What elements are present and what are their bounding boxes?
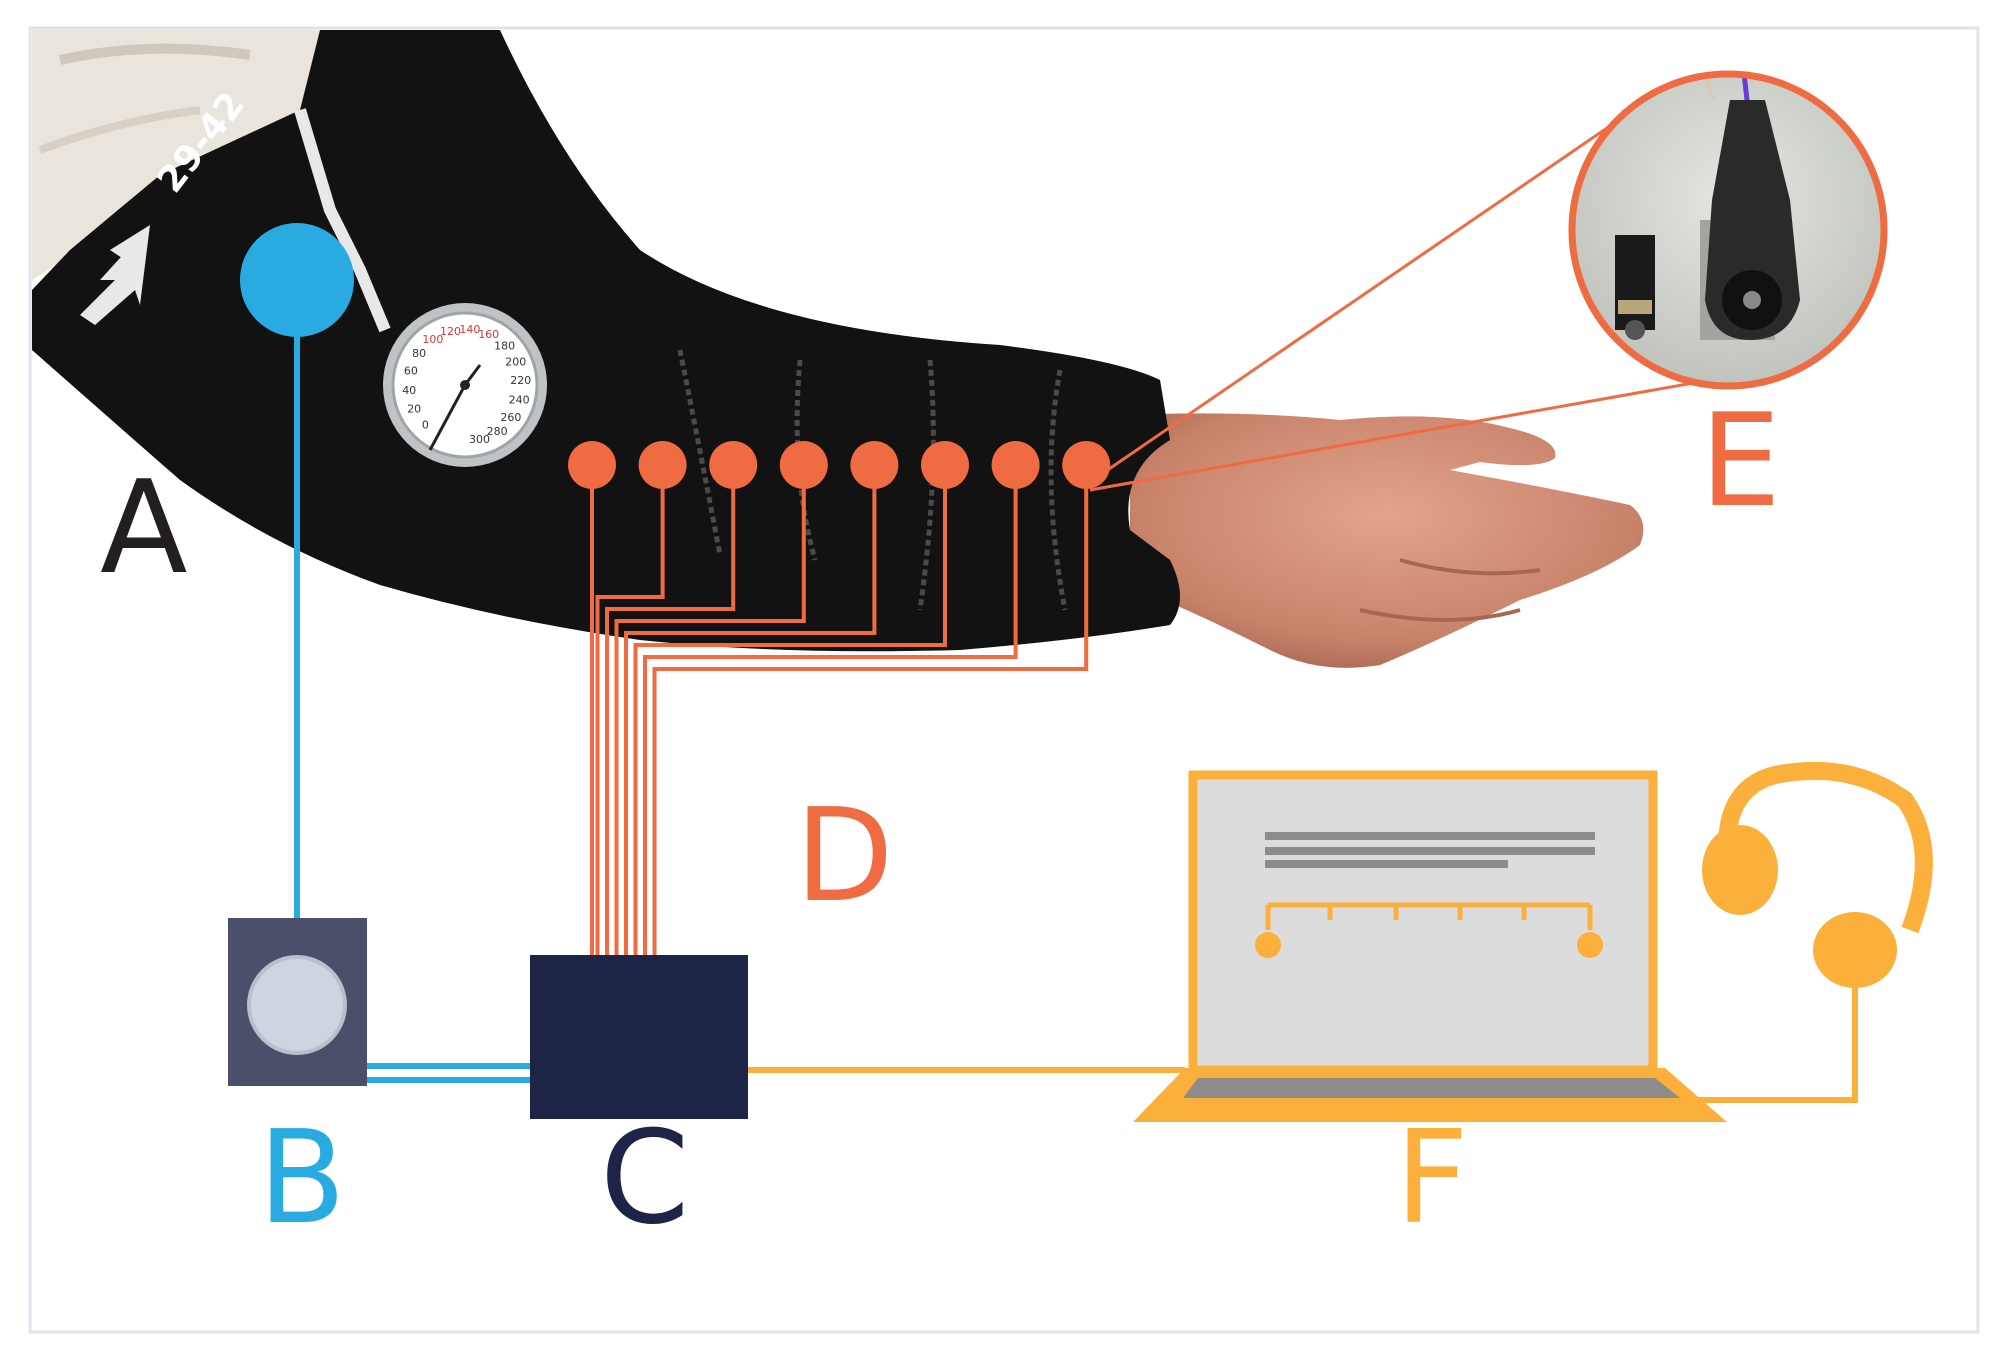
gauge-tick-label: 40	[402, 384, 416, 397]
plug-icon	[1705, 100, 1800, 340]
motor-dot	[568, 441, 616, 489]
motor-wire	[643, 465, 1018, 955]
motor-wire	[605, 465, 736, 955]
gauge-tick-label: 60	[404, 365, 418, 378]
motor-dot	[921, 441, 969, 489]
label-b: B	[258, 1104, 346, 1253]
figure-frame	[28, 26, 1980, 1334]
gauge-tick-label: 120	[440, 325, 461, 338]
motor-wires	[590, 465, 1089, 955]
gauge-tick-label: 180	[494, 339, 515, 352]
gauge-tick-label: 220	[510, 374, 531, 387]
label-a: A	[100, 454, 188, 603]
screen-scale	[1255, 902, 1603, 958]
label-f: F	[1395, 1104, 1469, 1253]
cuff-arrow-icon	[80, 225, 150, 325]
gauge-tick-label: 280	[487, 425, 508, 438]
motor-icon	[1615, 235, 1655, 330]
label-d: D	[795, 782, 894, 931]
pump-button	[247, 955, 347, 1055]
gauge-tick-label: 0	[422, 419, 429, 432]
label-c: C	[600, 1104, 689, 1253]
gauge-tick-label: 200	[505, 355, 526, 368]
label-e: E	[1700, 387, 1781, 536]
controller-box	[530, 955, 748, 1119]
motor-dot	[991, 441, 1040, 489]
gauge-tick-label: 240	[509, 394, 530, 407]
headphones-icon	[1690, 761, 1933, 1103]
hand	[1130, 413, 1644, 668]
motor-wire	[633, 465, 947, 955]
connector-inset	[1089, 70, 1888, 492]
inset-line-bottom	[1089, 375, 1728, 492]
gauge-tick-label: 160	[478, 328, 499, 341]
cuff-strap-edge	[294, 108, 391, 333]
shirt-sleeve	[32, 30, 320, 280]
motor-wire	[652, 465, 1089, 955]
gauge-tick-label: 300	[469, 433, 490, 446]
motor-dots	[568, 441, 1111, 489]
motor-wire	[614, 465, 806, 955]
motor-dot	[779, 441, 828, 489]
gauge-tick-label: 260	[500, 411, 521, 424]
inset-line-top	[1089, 126, 1608, 484]
motor-dot	[1062, 441, 1111, 489]
arm-cuff-photo: 29-42 0204060801001201401601802002202402…	[32, 30, 1644, 668]
cuff-port-dot	[240, 223, 354, 337]
gauge-tick-label: 20	[407, 403, 421, 416]
gauge-tick-label: 80	[412, 347, 426, 360]
motor-dot	[638, 441, 687, 489]
laptop-keyboard	[1183, 1078, 1680, 1098]
gauge-tick-label: 140	[459, 323, 480, 336]
motor-dot	[850, 441, 899, 489]
motor-wire	[624, 465, 877, 955]
motor-dot	[709, 441, 758, 489]
laptop	[1133, 770, 1727, 1122]
gauge-tick-label: 100	[422, 333, 443, 346]
pump-device	[228, 918, 367, 1086]
motor-wire	[595, 465, 665, 955]
